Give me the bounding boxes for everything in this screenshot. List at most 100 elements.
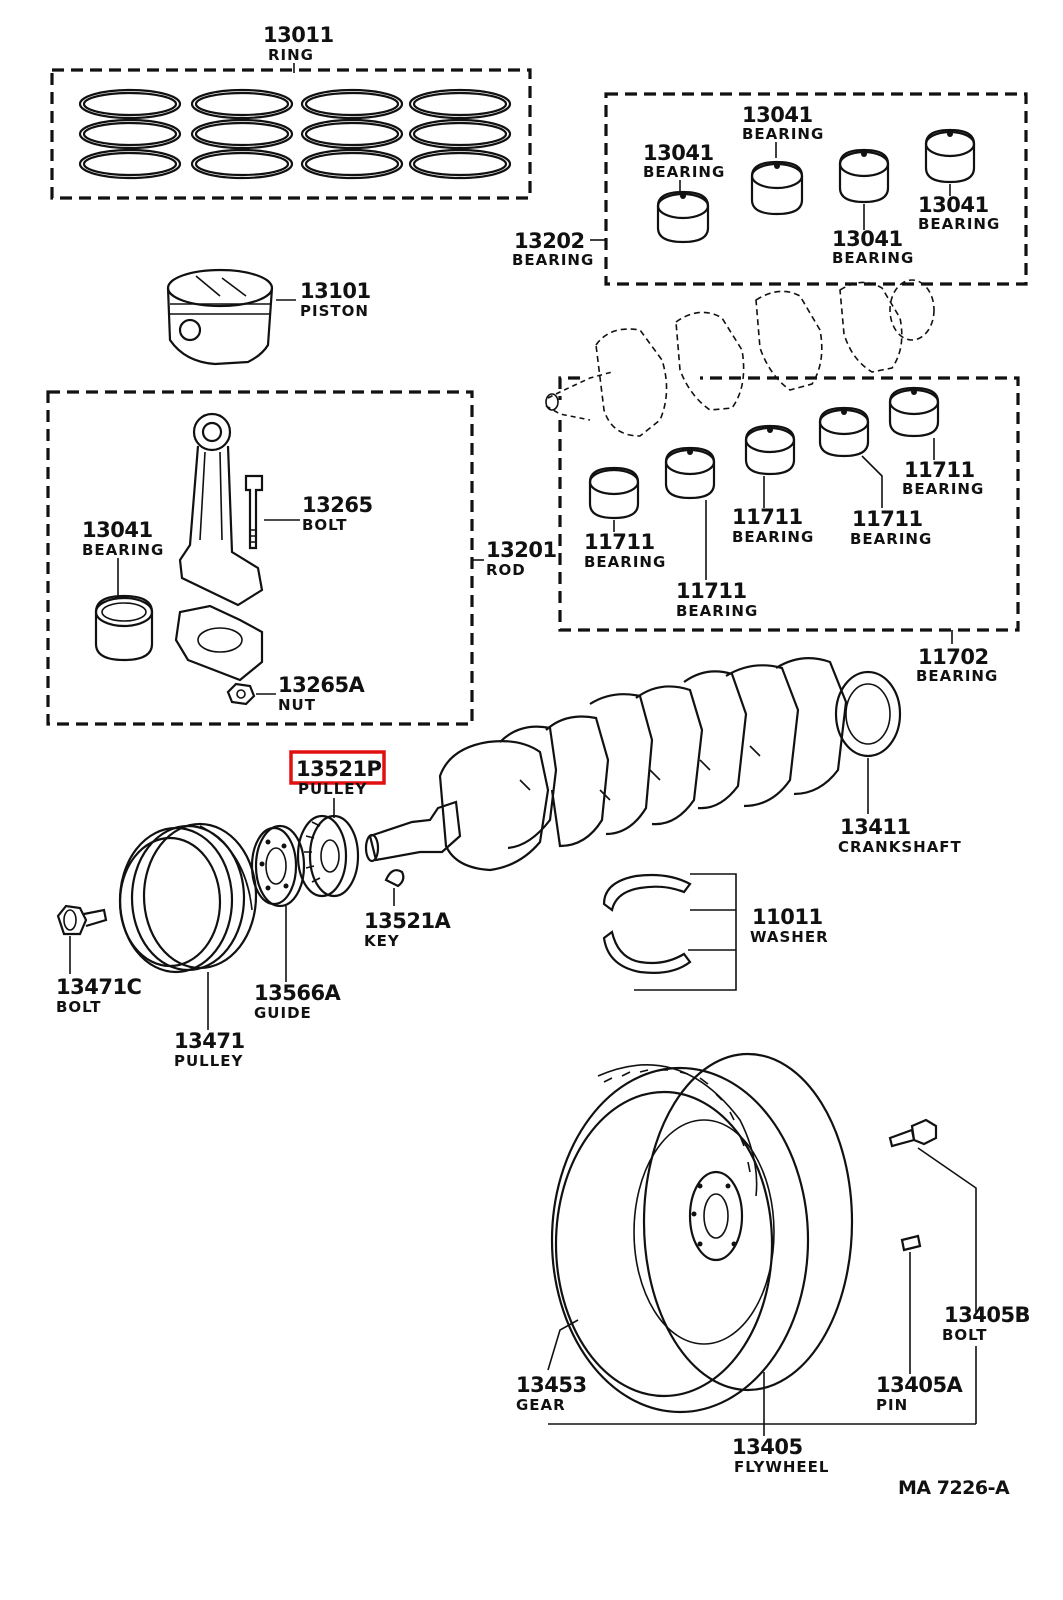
key-number: 13521A (364, 909, 452, 933)
connecting-rod-illustration (174, 412, 264, 682)
crankshaft-ghost-illustration (545, 279, 935, 437)
bearing-set-13202-outline (604, 92, 1028, 286)
bearing-c-name: BEARING (832, 249, 914, 267)
main-bearing-set-number: 11702 (918, 645, 989, 669)
main-bearing-5-name: BEARING (902, 480, 984, 498)
piston-name: PISTON (300, 302, 369, 320)
bearing-a-number: 13041 (643, 141, 714, 165)
main-bearing-5-illustration (888, 386, 940, 438)
bearing-set-13202-number: 13202 (514, 229, 585, 253)
crankshaft-name: CRANKSHAFT (838, 838, 962, 856)
bearing-b-illustration (750, 160, 804, 216)
washer-number: 11011 (752, 905, 823, 929)
main-bearing-1-name: BEARING (584, 553, 666, 571)
pulley-bolt-group: 13471C BOLT (56, 904, 142, 1016)
pulley-bolt-number: 13471C (56, 975, 142, 999)
crank-pulley-illustration (118, 822, 258, 974)
washer-group: 11011 WASHER (602, 873, 829, 991)
gear-number: 13453 (516, 1373, 587, 1397)
guide-group: 13566A GUIDE (250, 824, 342, 1022)
flywheel-bolt-number: 13405B (944, 1303, 1030, 1327)
main-bearing-1-illustration (588, 466, 640, 520)
bearing-d-number: 13041 (918, 193, 989, 217)
main-bearing-set-name: BEARING (916, 667, 998, 685)
piston-rings-illustration (78, 88, 512, 180)
flywheel-illustration (550, 1052, 854, 1414)
washer-name: WASHER (750, 928, 829, 946)
rod-bearing-name: BEARING (82, 541, 164, 559)
bearing-c-illustration (838, 148, 890, 204)
bearing-group-13202: 13202 BEARING 13041 BEARING 13041 BEARIN… (512, 92, 1028, 286)
rod-bolt-name: BOLT (302, 516, 348, 534)
drawing-code: MA 7226-A (898, 1477, 1010, 1499)
bearing-set-13202-name: BEARING (512, 251, 594, 269)
rod-nut-illustration (226, 682, 256, 706)
ring-set-outline (50, 68, 532, 200)
highlight-box (289, 750, 386, 785)
rod-bearing-illustration (94, 594, 154, 662)
bearing-a-name: BEARING (643, 163, 725, 181)
bearing-d-name: BEARING (918, 215, 1000, 233)
rod-number: 13201 (486, 538, 557, 562)
main-bearing-group: 11702 BEARING 11711 BEARING 11711 BEARIN… (558, 376, 1020, 685)
main-bearing-3-illustration (744, 424, 796, 476)
crankshaft-illustration (364, 657, 902, 872)
bearing-c-number: 13041 (832, 227, 903, 251)
key-illustration (384, 869, 405, 888)
pulley-bolt-name: BOLT (56, 998, 102, 1016)
rod-bolt-number: 13265 (302, 493, 373, 517)
flywheel-name: FLYWHEEL (734, 1458, 829, 1476)
timing-pulley-group: 13521P PULLEY (289, 750, 386, 898)
bearing-b-name: BEARING (742, 125, 824, 143)
bearing-d-illustration (924, 128, 976, 184)
main-bearing-set-outline (558, 376, 1020, 632)
flywheel-number: 13405 (732, 1435, 803, 1459)
guide-number: 13566A (254, 981, 342, 1005)
main-bearing-3-number: 11711 (732, 505, 803, 529)
rod-bearing-number: 13041 (82, 518, 153, 542)
bearing-a-illustration (656, 190, 710, 244)
main-bearing-4-name: BEARING (850, 530, 932, 548)
timing-pulley-name: PULLEY (298, 780, 368, 798)
rod-bolt-illustration (244, 474, 264, 550)
main-bearing-2-illustration (664, 446, 716, 500)
main-bearing-2-number: 11711 (676, 579, 747, 603)
main-bearing-2-name: BEARING (676, 602, 758, 620)
crankshaft-group: 13411 CRANKSHAFT (364, 657, 962, 872)
flywheel-group: 13453 GEAR 13405 FLYWHEEL 13405B BOLT 13… (516, 1052, 1031, 1476)
rod-nut-number: 13265A (278, 673, 366, 697)
rod-nut-name: NUT (278, 696, 316, 714)
main-bearing-3-name: BEARING (732, 528, 814, 546)
rod-group: 13265 BOLT 13041 BEARING 13265A NUT 1320… (46, 390, 557, 726)
main-bearing-1-number: 11711 (584, 530, 655, 554)
timing-pulley-illustration (296, 814, 360, 898)
pin-illustration (900, 1234, 922, 1252)
flywheel-bolt-illustration (888, 1118, 938, 1148)
pin-number: 13405A (876, 1373, 964, 1397)
gear-name: GEAR (516, 1396, 566, 1414)
main-bearing-4-number: 11711 (852, 507, 923, 531)
piston-group: 13101 PISTON (166, 268, 371, 366)
main-bearing-5-number: 11711 (904, 458, 975, 482)
crank-pulley-group: 13471 PULLEY (118, 822, 258, 1070)
crankshaft-number: 13411 (840, 815, 911, 839)
rod-set-outline (46, 390, 474, 726)
ring-number: 13011 (263, 23, 334, 47)
guide-name: GUIDE (254, 1004, 312, 1022)
timing-pulley-number[interactable]: 13521P (296, 757, 382, 781)
crank-pulley-number: 13471 (174, 1029, 245, 1053)
piston-illustration (166, 268, 274, 366)
piston-number: 13101 (300, 279, 371, 303)
main-bearing-4-illustration (818, 406, 870, 458)
pulley-bolt-illustration (56, 904, 108, 936)
washer-illustration (602, 873, 692, 974)
ring-group: 13011 RING (50, 23, 532, 200)
bearing-b-number: 13041 (742, 103, 813, 127)
guide-illustration (250, 824, 306, 908)
crank-pulley-name: PULLEY (174, 1052, 244, 1070)
pin-name: PIN (876, 1396, 908, 1414)
key-name: KEY (364, 932, 400, 950)
ring-name: RING (268, 46, 314, 64)
flywheel-bolt-name: BOLT (942, 1326, 988, 1344)
